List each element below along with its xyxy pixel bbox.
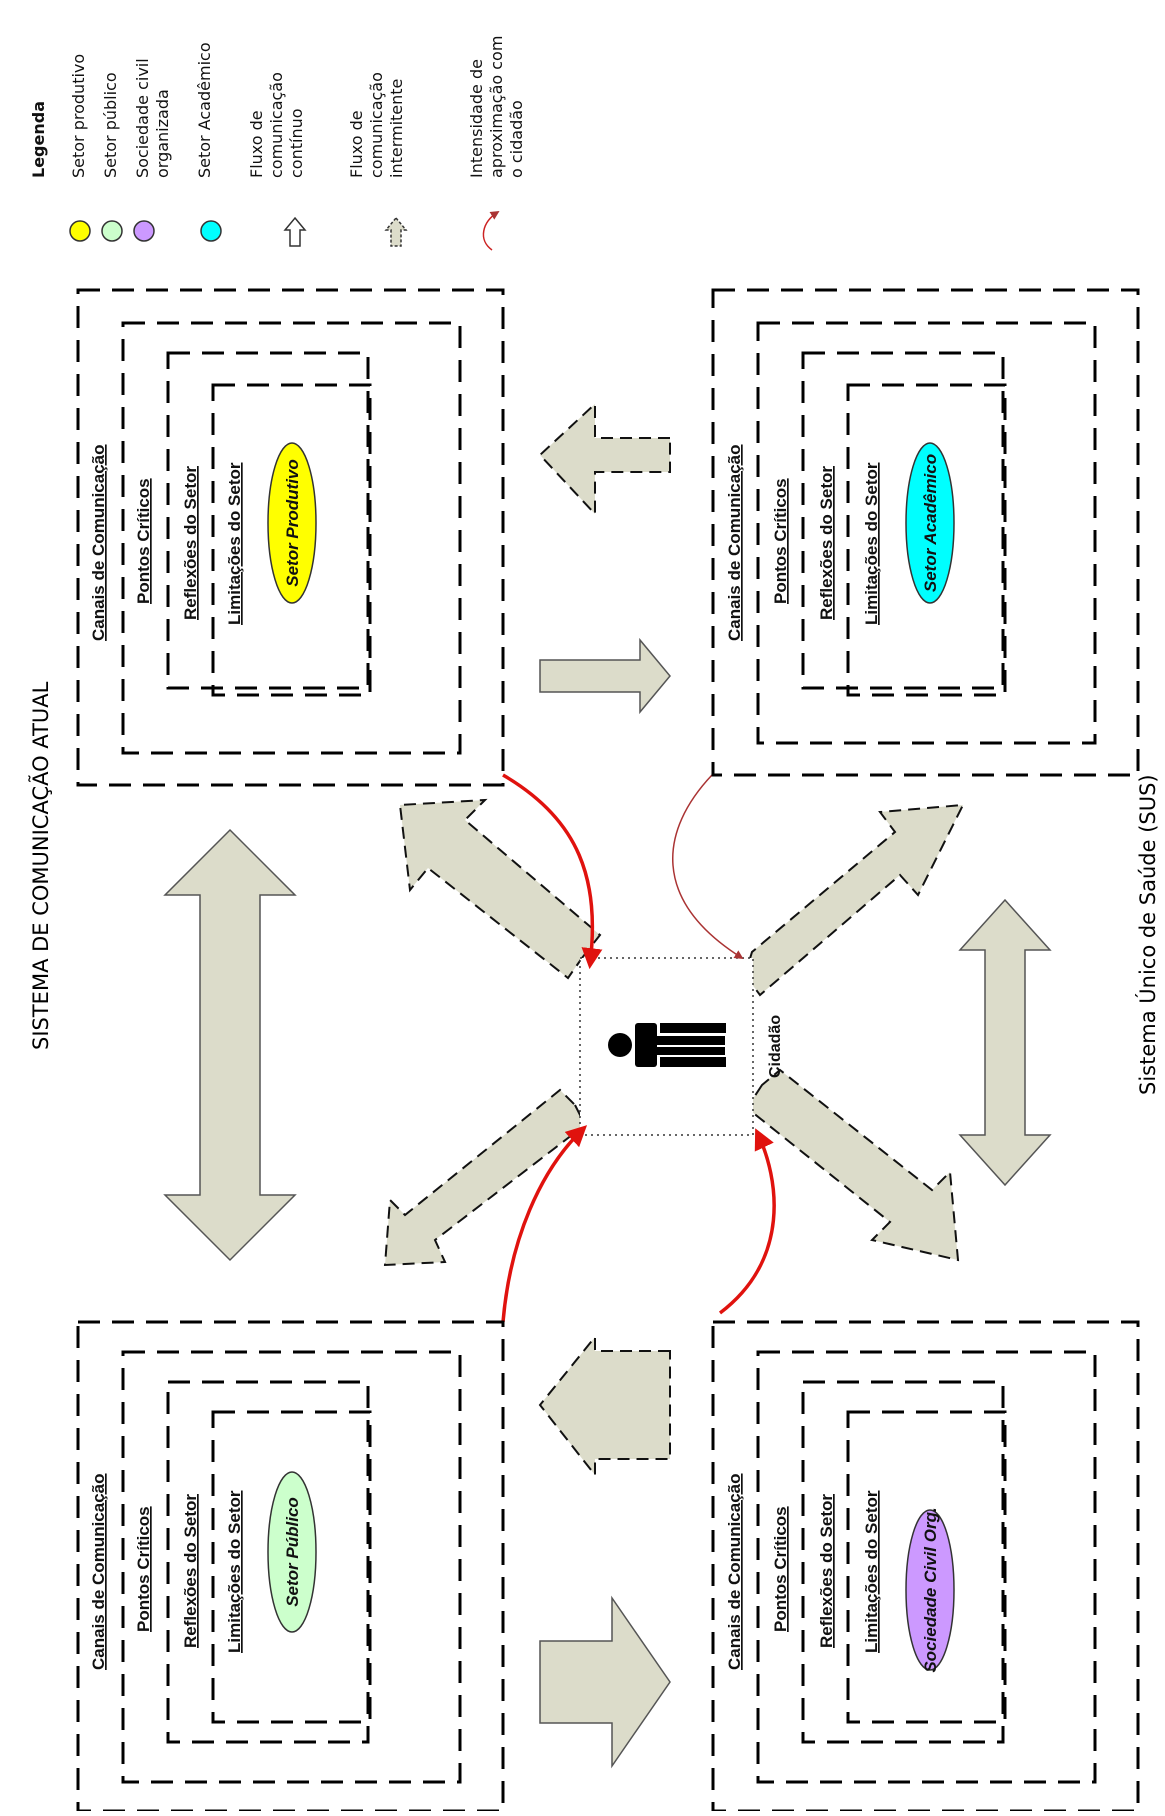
intensity-curve-academico: [672, 774, 744, 959]
dashed-arrow-icon: [384, 216, 408, 247]
layer-label-reflexoes: Reflexões do Setor: [181, 1494, 200, 1648]
flow-arrow-produtivo-publico: [163, 828, 297, 1262]
layer-label-canais: Canais de Comunicação: [725, 444, 744, 641]
legend-swatch-publico: [101, 220, 123, 242]
legend-item-setor-produtivo: Setor produtivo: [69, 54, 88, 178]
layer-label-canais: Canais de Comunicação: [725, 1473, 744, 1670]
flow-arrow-cidadao-publico: [383, 1088, 587, 1267]
intensity-curve-publico: [501, 1125, 588, 1323]
flow-arrow-publico-civil: [539, 1595, 671, 1769]
sector-ellipse-academico: [905, 442, 955, 604]
sector-label-civil: Sociedade Civil Org.: [921, 1507, 940, 1672]
legend-title: Legenda: [29, 101, 48, 178]
layer-label-reflexoes: Reflexões do Setor: [181, 466, 200, 620]
sector-box-academico: Canais de Comunicação Pontos Críticos Re…: [711, 288, 1140, 777]
diagram-title: SISTEMA DE COMUNICAÇÃO ATUAL: [27, 681, 53, 1050]
sector-box-publico: Canais de Comunicação Pontos Críticos Re…: [76, 1320, 505, 1813]
intensity-curve-civil: [718, 1128, 776, 1315]
layer-label-canais: Canais de Comunicação: [89, 444, 108, 641]
legend-swatch-civil: [133, 220, 155, 242]
legend: Legenda Setor produtivo Setor público So…: [29, 30, 526, 251]
flow-arrow-cidadao-academico: [743, 803, 965, 997]
layer-label-limitacoes: Limitações do Setor: [862, 462, 881, 625]
sector-ellipse-civil: [905, 1509, 955, 1671]
legend-item-fluxo-continuo: Fluxo de comunicação contínuo: [247, 67, 306, 178]
sector-ellipse-publico: [267, 1471, 317, 1633]
legend-swatch-produtivo: [69, 220, 91, 242]
flow-arrow-cidadao-civil: [745, 1068, 960, 1262]
layer-label-canais: Canais de Comunicação: [89, 1473, 108, 1670]
layer-label-limitacoes: Limitações do Setor: [862, 1490, 881, 1653]
flow-arrow-civil-publico: [538, 1334, 671, 1478]
legend-item-fluxo-intermitente: Fluxo de comunicação intermitente: [347, 67, 406, 178]
layer-label-pontos: Pontos Críticos: [771, 478, 790, 604]
legend-item-setor-publico: Setor público: [101, 72, 120, 178]
layer-label-limitacoes: Limitações do Setor: [225, 1490, 244, 1653]
legend-item-sociedade-civil: Sociedade civil organizada: [133, 53, 172, 178]
intensity-curve-produtivo: [502, 773, 603, 970]
sector-label-academico: Setor Acadêmico: [921, 454, 940, 592]
person-icon: [608, 1023, 726, 1067]
layer-label-reflexoes: Reflexões do Setor: [817, 1494, 836, 1648]
diagram-subtitle: Sistema Único de Saúde (SUS): [1135, 774, 1160, 1095]
cidadao-label: Cidadão: [767, 1015, 784, 1078]
layer-label-pontos: Pontos Críticos: [771, 1506, 790, 1632]
sector-ellipse-produtivo: [267, 442, 317, 604]
flow-arrow-produtivo-academico: [539, 637, 671, 715]
legend-swatch-academico: [200, 220, 222, 242]
layer-label-pontos: Pontos Críticos: [134, 1506, 153, 1632]
flow-arrow-academico-produtivo: [538, 401, 671, 517]
flow-arrow-cidadao-produtivo: [398, 798, 602, 980]
legend-item-setor-academico: Setor Acadêmico: [195, 42, 214, 178]
red-curve-icon: [482, 211, 500, 251]
layer-label-limitacoes: Limitações do Setor: [225, 462, 244, 625]
layer-label-reflexoes: Reflexões do Setor: [817, 466, 836, 620]
layer-label-pontos: Pontos Críticos: [134, 478, 153, 604]
sector-label-publico: Setor Público: [283, 1497, 302, 1607]
sector-box-civil: Canais de Comunicação Pontos Críticos Re…: [711, 1320, 1140, 1813]
cidadao-box: [579, 957, 754, 1136]
sector-box-produtivo: Canais de Comunicação Pontos Críticos Re…: [76, 288, 505, 787]
sector-label-produtivo: Setor Produtivo: [283, 459, 302, 587]
flow-arrow-academico-civil: [958, 898, 1052, 1187]
solid-arrow-icon: [283, 216, 307, 247]
legend-item-intensidade: Intensidade de aproximação com o cidadão: [467, 30, 526, 178]
